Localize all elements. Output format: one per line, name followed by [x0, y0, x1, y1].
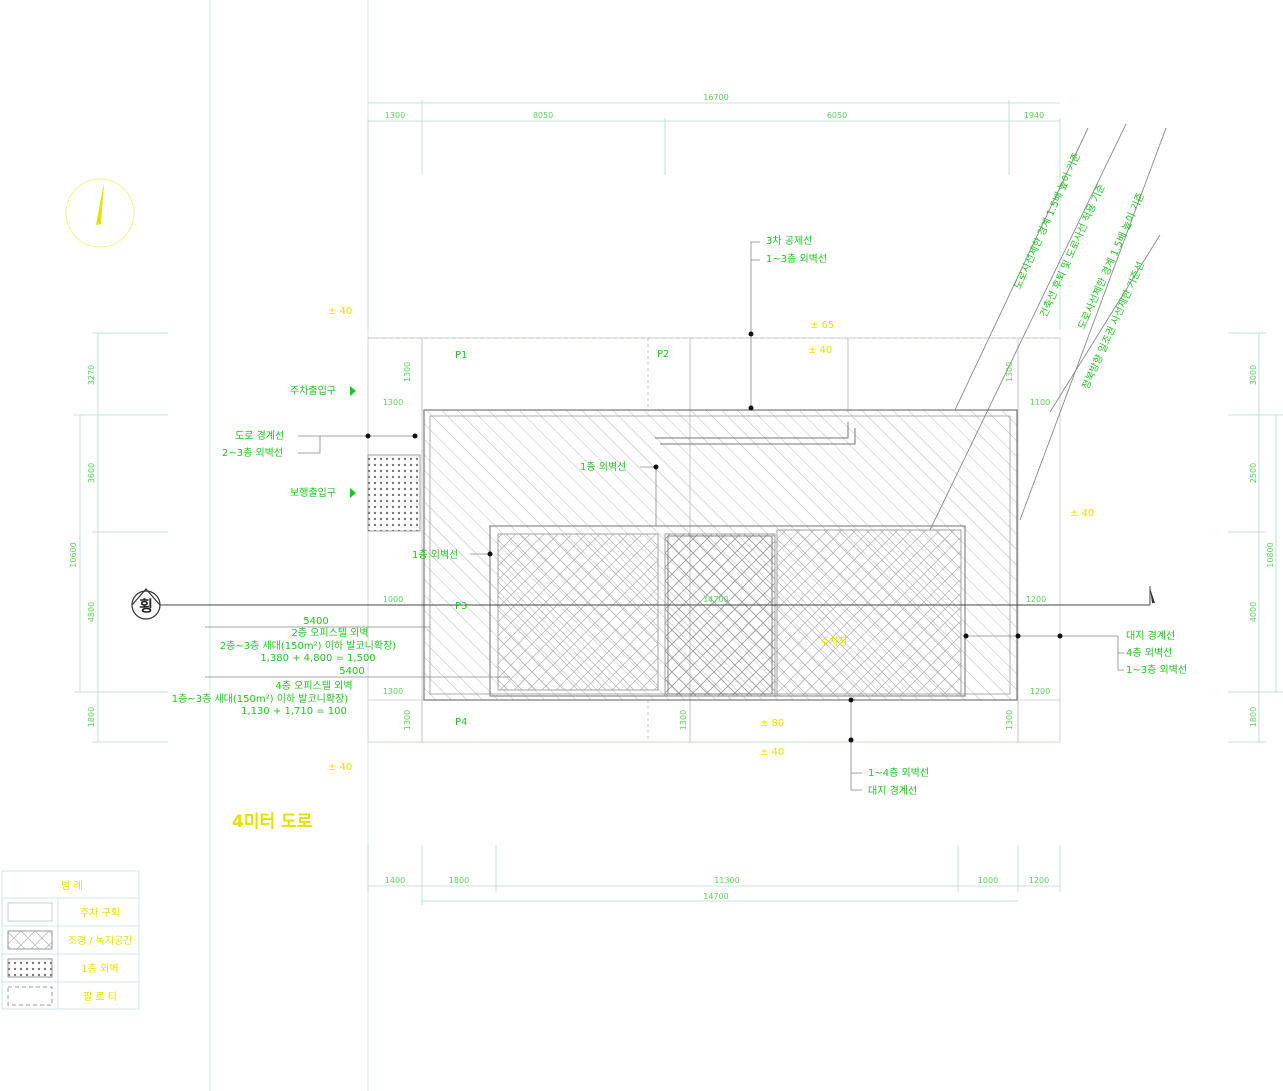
- road-section-label: 횡: [139, 597, 153, 615]
- svg-text:1200: 1200: [1030, 687, 1050, 696]
- road-title: 4미터 도로: [232, 812, 313, 832]
- svg-text:대지 경계선: 대지 경계선: [868, 784, 917, 797]
- svg-text:5400: 5400: [339, 666, 364, 677]
- svg-text:1200: 1200: [1026, 595, 1046, 604]
- parking-entrance-label: 주차출입구: [290, 384, 336, 397]
- svg-text:± 40: ± 40: [328, 306, 352, 317]
- svg-text:1300: 1300: [1005, 710, 1014, 730]
- road-centerline: [160, 586, 1155, 606]
- bottom-overall-dim: 14700: [703, 892, 728, 901]
- svg-text:1100: 1100: [1030, 398, 1050, 407]
- svg-text:± 65: ± 65: [810, 320, 834, 331]
- right-dim-total: 10800: [1266, 542, 1275, 567]
- svg-text:2층 오피스텔 외벽: 2층 오피스텔 외벽: [291, 627, 368, 639]
- right-dimensions: 3000 2500 4000 1800 10800: [1228, 332, 1283, 743]
- svg-text:1층~3층 세대(150m²) 이하 발코니확장): 1층~3층 세대(150m²) 이하 발코니확장): [172, 692, 348, 705]
- right-dim-1: 3000: [1249, 365, 1258, 385]
- svg-text:2층~3층 세대(150m²) 이하 발코니확장): 2층~3층 세대(150m²) 이하 발코니확장): [220, 639, 396, 652]
- svg-text:1300: 1300: [383, 398, 403, 407]
- yellow-center-label: 주차장: [820, 636, 848, 648]
- right-dim-3: 4000: [1249, 602, 1258, 622]
- pedestrian-entrance-label: 보행출입구: [290, 486, 336, 499]
- top-overall-dim: 16700: [703, 93, 728, 102]
- left-dimensions: 3270 3600 4800 1800 10600: [69, 332, 168, 743]
- svg-text:1300: 1300: [679, 710, 688, 730]
- svg-text:5400: 5400: [303, 616, 328, 627]
- lot-label-p4: P4: [455, 717, 467, 728]
- top-leader: 3차 공제선 1~3층 외벽선: [748, 235, 827, 411]
- svg-text:± 40: ± 40: [808, 345, 832, 356]
- svg-text:1~3층 외벽선: 1~3층 외벽선: [766, 253, 827, 265]
- left-dim-2: 3600: [87, 463, 96, 483]
- top-dim-4: 1940: [1024, 111, 1044, 120]
- center-label: 1층 외벽선: [580, 461, 626, 473]
- top-dimensions: 16700 1300 8050 6050 1940: [367, 93, 1061, 330]
- svg-text:4층 오피스텔 외벽: 4층 오피스텔 외벽: [275, 680, 352, 692]
- lot-label-p1: P1: [455, 350, 467, 361]
- svg-text:± 40: ± 40: [760, 747, 784, 758]
- svg-text:± 80: ± 80: [760, 718, 784, 729]
- bottom-dimensions: 1400 1800 11300 1000 1200 14700: [367, 845, 1061, 905]
- bottom-leader: 1~4층 외벽선 대지 경계선: [848, 697, 929, 797]
- inner-dimensions: 1300 1300 1100 1000 1200 1300 14700 1300…: [383, 362, 1050, 730]
- legend: 범 례 주차 구획 조경 / 녹지공간 1층 외벽 필 로 티: [1, 870, 140, 1010]
- bottom-dim-3: 11300: [714, 876, 739, 885]
- svg-text:1300: 1300: [403, 710, 412, 730]
- bottom-dim-4: 1000: [978, 876, 998, 885]
- top-dim-2: 8050: [533, 111, 553, 120]
- right-dim-4: 1800: [1249, 707, 1258, 727]
- north-arrow-icon: [65, 178, 135, 248]
- svg-text:± 40: ± 40: [1070, 508, 1094, 519]
- legend-item-2: 조경 / 녹지공간: [68, 934, 133, 947]
- grid-lines: [209, 0, 369, 1091]
- svg-text:도로 경계선: 도로 경계선: [235, 429, 284, 442]
- svg-text:± 40: ± 40: [328, 762, 352, 773]
- left-annotations: 주차출입구 보행출입구 도로 경계선 2~3층 외벽선 1층 외벽선: [222, 384, 493, 561]
- right-leader: 대지 경계선 4층 외벽선 1~3층 외벽선: [963, 629, 1187, 676]
- svg-text:1000: 1000: [383, 595, 403, 604]
- svg-text:1,380 + 4,800 = 1,500: 1,380 + 4,800 = 1,500: [260, 653, 375, 664]
- bottom-dim-5: 1200: [1029, 876, 1049, 885]
- bottom-dim-2: 1800: [449, 876, 469, 885]
- left-dim-3: 4800: [87, 602, 96, 622]
- legend-title: 범 례: [61, 880, 83, 892]
- svg-text:정북방향 일조권 사선제한 기준선: 정북방향 일조권 사선제한 기준선: [1080, 260, 1147, 391]
- center-dim: 14700: [703, 595, 728, 604]
- bottom-dim-1: 1400: [385, 876, 405, 885]
- building-footprint: [423, 409, 1018, 701]
- lot-label-p3: P3: [455, 601, 467, 612]
- legend-item-3: 1층 외벽: [81, 963, 118, 975]
- left-dim-4: 1800: [87, 707, 96, 727]
- right-dim-2: 2500: [1249, 463, 1258, 483]
- svg-text:1,130 + 1,710 = 100: 1,130 + 1,710 = 100: [241, 706, 347, 717]
- pedestrian-entrance-area: [367, 454, 421, 532]
- center-label-group: 1층 외벽선 주차장: [580, 461, 848, 648]
- legend-item-4: 필 로 티: [83, 991, 117, 1003]
- svg-text:대지 경계선: 대지 경계선: [1126, 629, 1175, 642]
- top-dim-1: 1300: [385, 111, 405, 120]
- left-notes: 5400 2층 오피스텔 외벽 2층~3층 세대(150m²) 이하 발코니확장…: [172, 616, 510, 717]
- svg-text:1~3층 외벽선: 1~3층 외벽선: [1126, 664, 1187, 676]
- left-mid-label: 1층 외벽선: [412, 549, 458, 561]
- svg-text:1~4층 외벽선: 1~4층 외벽선: [868, 767, 929, 779]
- svg-text:1300: 1300: [383, 687, 403, 696]
- top-dim-3: 6050: [827, 111, 847, 120]
- left-dim-1: 3270: [87, 365, 96, 385]
- legend-item-1: 주차 구획: [80, 907, 120, 919]
- svg-text:1300: 1300: [1005, 362, 1014, 382]
- svg-text:3차 공제선: 3차 공제선: [766, 235, 812, 247]
- road-section-marker: 횡: [131, 588, 161, 620]
- svg-text:도로사선제한 경계 1.5배 높이 기준: 도로사선제한 경계 1.5배 높이 기준: [1011, 151, 1083, 292]
- svg-text:2~3층 외벽선: 2~3층 외벽선: [222, 447, 283, 459]
- level-marks: ± 40 ± 65 ± 40 ± 40 ± 80 ± 40 ± 40: [328, 306, 1094, 773]
- lot-label-p2: P2: [657, 349, 669, 360]
- svg-text:1300: 1300: [403, 362, 412, 382]
- svg-text:4층 외벽선: 4층 외벽선: [1126, 647, 1172, 659]
- left-dim-total: 10600: [69, 542, 78, 567]
